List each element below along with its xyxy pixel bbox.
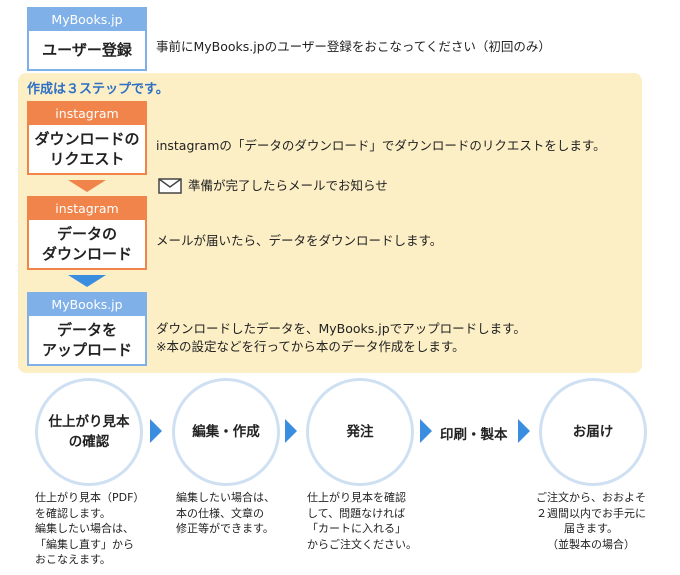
step-3-description: ダウンロードしたデータを、MyBooks.jpでアップロードします。 ※本の設定… <box>156 321 526 354</box>
step-3-box: MyBooks.jp データを アップロード <box>27 292 147 366</box>
registration-description: 事前にMyBooks.jpのユーザー登録をおこなってください（初回のみ） <box>156 39 551 54</box>
step-arrow-1 <box>68 180 106 192</box>
step-arrow-2 <box>68 275 106 287</box>
step-2-box: instagram データの ダウンロード <box>27 196 147 270</box>
flow-arrow-1 <box>150 419 162 443</box>
flow-stage-proof: 仕上がり見本 の確認 <box>35 378 143 486</box>
step-1-title: ダウンロードの リクエスト <box>34 130 140 168</box>
flow-stage-print: 印刷・製本 <box>440 427 508 443</box>
flow-stage-delivery: お届け <box>539 378 647 486</box>
flow-note-proof: 仕上がり見本（PDF） を確認します。 編集したい場合は、 「編集し直す」から … <box>35 491 145 566</box>
step-2-badge: instagram <box>29 198 145 220</box>
step-2-title: データの ダウンロード <box>41 225 132 263</box>
step-1-description: instagramの「データのダウンロード」でダウンロードのリクエストをします。 <box>156 138 606 153</box>
step-3-title: データを アップロード <box>41 321 132 359</box>
flow-arrow-4 <box>518 419 530 443</box>
registration-badge: MyBooks.jp <box>29 9 145 31</box>
flow-note-delivery: ご注文から、おおよそ ２週間以内でお手元に 届きます。 （並製本の場合） <box>536 491 646 551</box>
flow-arrow-3 <box>420 419 432 443</box>
registration-title: ユーザー登録 <box>42 41 132 59</box>
registration-box: MyBooks.jp ユーザー登録 <box>27 7 147 71</box>
panel-title: 作成は３ステップです。 <box>27 82 169 97</box>
flow-stage-edit: 編集・作成 <box>172 378 280 486</box>
step-1-badge: instagram <box>29 103 145 125</box>
flow-stage-order: 発注 <box>306 378 414 486</box>
step-2-description: メールが届いたら、データをダウンロードします。 <box>156 233 443 248</box>
flow-arrow-2 <box>285 419 297 443</box>
mail-icon <box>158 178 182 194</box>
step-1-box: instagram ダウンロードの リクエスト <box>27 101 147 175</box>
flow-note-edit: 編集したい場合は、 本の仕様、文章の 修正等ができます。 <box>176 491 275 535</box>
step-3-badge: MyBooks.jp <box>29 294 145 316</box>
flow-note-order: 仕上がり見本を確認 して、問題なければ 「カートに入れる」 からご注文ください。 <box>307 491 417 551</box>
mail-note: 準備が完了したらメールでお知らせ <box>188 178 388 193</box>
